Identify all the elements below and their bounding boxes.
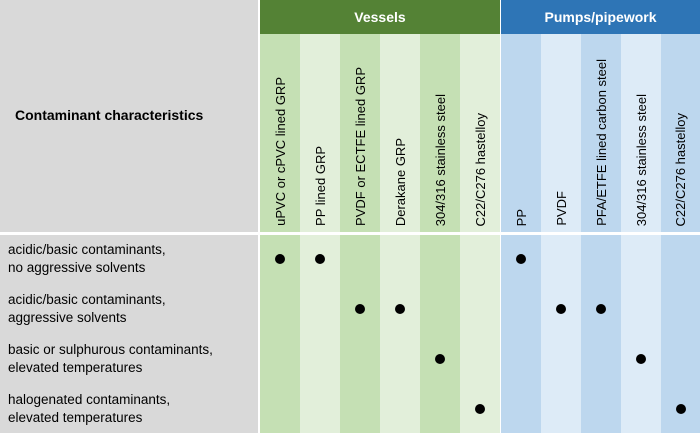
column-header: C22/C276 hastelloy: [460, 34, 500, 232]
table-row-label: basic or sulphurous contaminants, elevate…: [0, 341, 213, 377]
column-header: Derakane GRP: [380, 34, 420, 232]
column-body: [501, 235, 541, 433]
column-body: [420, 235, 460, 433]
column-header-label: PVDF or ECTFE lined GRP: [352, 67, 368, 226]
group-header-pumps-pipework: Pumps/pipework: [501, 0, 700, 34]
group-header-vessels: Vessels: [260, 0, 500, 34]
column-header-label: uPVC or cPVC lined GRP: [272, 77, 288, 226]
row-header-title: Contaminant characteristics: [15, 107, 204, 123]
column-body: [541, 235, 581, 433]
column-body: [260, 235, 300, 433]
row-label-line: acidic/basic contaminants,: [8, 292, 166, 307]
suitability-dot: [275, 254, 285, 264]
column-header: uPVC or cPVC lined GRP: [260, 34, 300, 232]
column-header-label: Derakane GRP: [392, 137, 408, 226]
column-header-label: 304/316 stainless steel: [432, 93, 448, 226]
column-body: [661, 235, 700, 433]
row-labels-column: acidic/basic contaminants, no aggressive …: [0, 235, 258, 433]
suitability-dot: [395, 304, 405, 314]
column-header: PP: [501, 34, 541, 232]
suitability-dot: [596, 304, 606, 314]
suitability-dot: [636, 354, 646, 364]
column-header-label: C22/C276 hastelloy: [472, 112, 488, 226]
row-label-line: aggressive solvents: [8, 310, 127, 325]
column-header: 304/316 stainless steel: [420, 34, 460, 232]
column-header: PFA/ETFE lined carbon steel: [581, 34, 621, 232]
suitability-dot: [556, 304, 566, 314]
row-label-line: elevated temperatures: [8, 410, 143, 425]
suitability-dot: [676, 404, 686, 414]
column-header: PP lined GRP: [300, 34, 340, 232]
column-body: [300, 235, 340, 433]
row-label-line: basic or sulphurous contaminants,: [8, 342, 213, 357]
column-header: C22/C276 hastelloy: [661, 34, 700, 232]
column-header-label: PFA/ETFE lined carbon steel: [593, 59, 609, 226]
table-row-label: halogenated contaminants, elevated temper…: [0, 391, 170, 427]
row-label-line: halogenated contaminants,: [8, 392, 171, 407]
column-header: PVDF: [541, 34, 581, 232]
column-header: PVDF or ECTFE lined GRP: [340, 34, 380, 232]
suitability-dot: [516, 254, 526, 264]
row-label-line: elevated temperatures: [8, 360, 143, 375]
row-label-line: no aggressive solvents: [8, 260, 146, 275]
column-header-label: PP lined GRP: [312, 146, 328, 226]
column-header-label: PVDF: [553, 191, 569, 226]
suitability-dot: [355, 304, 365, 314]
column-header-label: C22/C276 hastelloy: [673, 112, 688, 226]
column-header: 304/316 stainless steel: [621, 34, 661, 232]
column-header-label: PP: [513, 208, 529, 226]
table-row-label: acidic/basic contaminants, aggressive sol…: [0, 291, 166, 327]
suitability-dot: [315, 254, 325, 264]
column-body: [460, 235, 500, 433]
row-header-cell: Contaminant characteristics: [0, 0, 258, 232]
column-body: [380, 235, 420, 433]
column-body: [340, 235, 380, 433]
suitability-dot: [475, 404, 485, 414]
column-body: [581, 235, 621, 433]
suitability-dot: [435, 354, 445, 364]
table-row-label: acidic/basic contaminants, no aggressive …: [0, 241, 166, 277]
row-label-line: acidic/basic contaminants,: [8, 242, 166, 257]
column-header-label: 304/316 stainless steel: [633, 93, 649, 226]
column-body: [621, 235, 661, 433]
